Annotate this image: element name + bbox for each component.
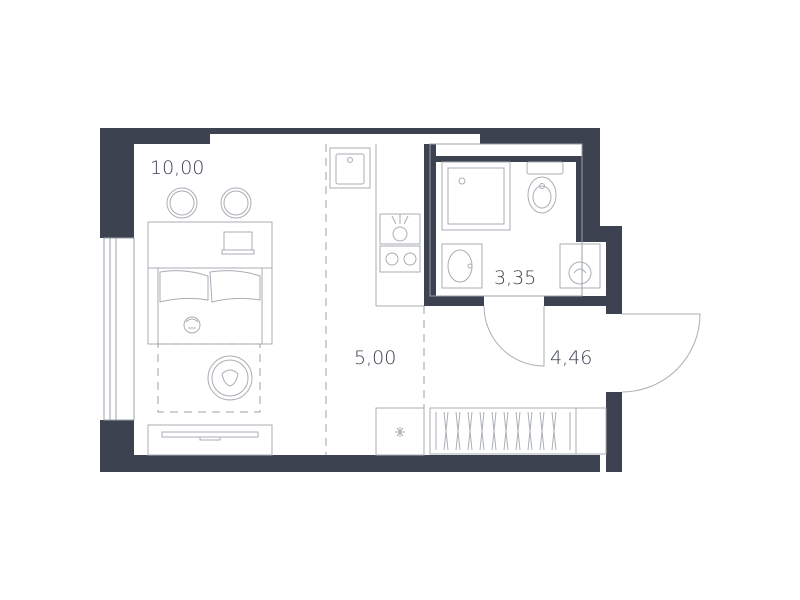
cabinet xyxy=(575,407,607,455)
coffee-table xyxy=(207,355,253,401)
wall-right-bottom xyxy=(606,392,622,472)
shower-drain-icon xyxy=(458,177,466,185)
bathroom-door xyxy=(483,305,545,367)
burner-icon xyxy=(403,252,417,266)
pet-icon xyxy=(183,316,201,334)
stool-icon xyxy=(220,187,252,219)
toilet-tank xyxy=(526,161,564,175)
walls xyxy=(100,128,622,472)
desk xyxy=(147,221,273,269)
wall-top-right-thick xyxy=(480,128,600,144)
room-area-kitchen-hall: 5,00 xyxy=(354,347,396,369)
kitchen-sink xyxy=(329,147,371,189)
wall-right-top xyxy=(582,128,600,228)
rug xyxy=(157,343,261,413)
room-area-entry: 4,46 xyxy=(550,347,592,369)
tv-stand xyxy=(147,424,273,456)
shoe-cabinet xyxy=(375,407,425,456)
tap-icon xyxy=(392,226,408,242)
wall-left-top xyxy=(100,128,134,238)
shower-tray xyxy=(441,161,511,231)
bathroom-fixtures xyxy=(441,161,601,289)
stool-icon xyxy=(166,187,198,219)
room-area-bathroom: 3,35 xyxy=(494,267,536,289)
room-area-living: 10,00 xyxy=(150,157,204,179)
bathroom-sink xyxy=(441,243,483,289)
bathroom-wall-top xyxy=(436,156,582,162)
wall-right-middle xyxy=(606,226,622,314)
toilet-icon xyxy=(527,176,557,214)
wardrobe xyxy=(429,407,607,455)
washing-machine xyxy=(559,243,601,289)
bathroom-walls xyxy=(424,143,606,306)
living-room xyxy=(147,187,273,456)
sparkle-icon xyxy=(395,427,405,437)
laptop-icon xyxy=(223,231,253,251)
entrance-door xyxy=(621,313,701,393)
wall-top xyxy=(100,128,600,134)
washing-machine-icon xyxy=(568,261,592,285)
plant-icon xyxy=(221,369,239,387)
kitchen xyxy=(325,144,425,456)
tv-icon xyxy=(161,431,259,438)
cushion xyxy=(159,270,209,303)
burner-icon xyxy=(385,252,399,266)
doors xyxy=(483,305,701,393)
cooktop xyxy=(379,245,421,273)
cushion xyxy=(209,270,261,303)
